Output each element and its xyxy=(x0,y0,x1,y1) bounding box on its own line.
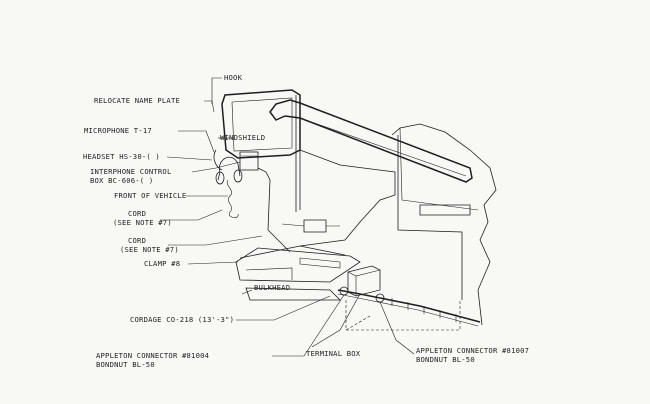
label-relocate-name-plate: RELOCATE NAME PLATE xyxy=(94,96,181,105)
leader-appleton2 xyxy=(379,301,415,355)
label-appleton1-line2: BONDNUT BL-50 xyxy=(96,360,155,369)
label-cordage: CORDAGE CO-218 (13'-3") xyxy=(130,315,235,324)
label-clamp: CLAMP #8 xyxy=(144,259,181,268)
bulkhead-outline xyxy=(245,287,341,301)
leader-terminal-box xyxy=(311,293,361,348)
label-appleton1-line1: APPLETON CONNECTOR #81004 xyxy=(96,351,210,360)
label-interphone-line1: INTERPHONE CONTROL xyxy=(90,167,172,176)
leader-interphone xyxy=(191,161,241,173)
footplate xyxy=(235,247,361,283)
label-microphone: MICROPHONE T-17 xyxy=(84,126,152,135)
hull-shelf xyxy=(419,204,471,216)
cord-vertical xyxy=(257,167,291,253)
control-box-shape xyxy=(239,151,259,171)
leader-headset xyxy=(166,156,213,161)
label-cord2-line1: CORD xyxy=(128,236,147,245)
label-front-of-vehicle: FRONT OF VEHICLE xyxy=(114,191,187,200)
label-hook: HOOK xyxy=(224,73,243,82)
leader-relocate xyxy=(204,100,215,113)
leader-appleton1 xyxy=(272,294,345,357)
terminal-box-shape xyxy=(347,265,381,297)
microphone-shape xyxy=(213,149,223,171)
label-cord1-line1: CORD xyxy=(128,209,147,218)
leader-cord1 xyxy=(160,209,223,221)
handrail-underside xyxy=(299,117,467,177)
conduit-run xyxy=(337,289,481,323)
footplate-slot xyxy=(299,257,341,269)
hull-top-fold xyxy=(399,127,479,211)
windshield-post xyxy=(295,95,301,212)
windshield-inner xyxy=(231,97,293,152)
label-windshield: WINDSHIELD xyxy=(220,133,266,142)
leader-cord2 xyxy=(168,235,263,246)
wall-base xyxy=(239,245,346,259)
mid-bracket xyxy=(303,219,327,233)
vehicle-hull-right xyxy=(391,123,497,326)
label-cord1-line2: (SEE NOTE #7) xyxy=(113,218,172,227)
earphone-right xyxy=(233,169,243,183)
handrail-bar xyxy=(269,99,473,183)
hidden-floor-box xyxy=(345,300,461,331)
label-interphone-line2: BOX BC-606-( ) xyxy=(90,176,154,185)
label-terminal-box: TERMINAL BOX xyxy=(306,349,361,358)
label-appleton2-line2: BONDNUT BL-50 xyxy=(416,355,475,364)
mid-bracket-bar xyxy=(281,223,340,227)
hull-inner-edge xyxy=(397,135,463,300)
leader-bulkhead xyxy=(241,289,253,295)
leader-clamp xyxy=(187,261,239,265)
label-bulkhead: BULKHEAD xyxy=(254,283,291,292)
conduit-clamps xyxy=(391,298,457,322)
leader-microphone xyxy=(178,130,215,153)
crew-side-wall xyxy=(299,149,396,247)
earphone-left xyxy=(215,171,225,185)
cord-coil xyxy=(226,179,239,218)
conduit-run-2 xyxy=(337,293,479,327)
leader-cordage xyxy=(236,295,331,321)
leader-hook xyxy=(211,77,222,104)
label-cord2-line2: (SEE NOTE #7) xyxy=(120,245,179,254)
label-headset: HEADSET HS-30-( ) xyxy=(83,152,160,161)
label-appleton2-line1: APPLETON CONNECTOR #81007 xyxy=(416,346,530,355)
footplate-step xyxy=(245,267,293,280)
headset-shape xyxy=(217,156,241,181)
